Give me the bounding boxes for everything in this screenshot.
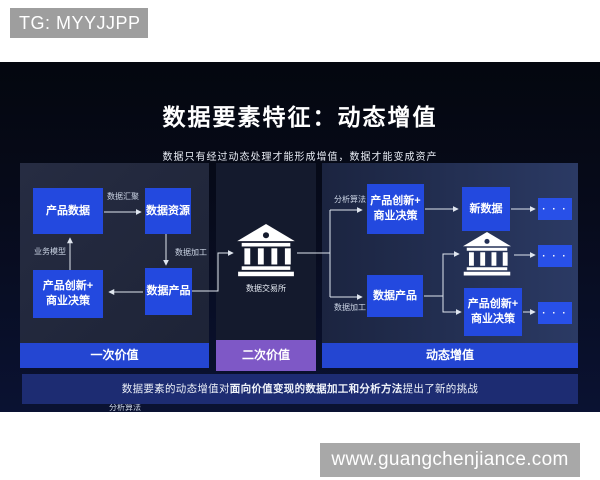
primary-value-bar: 一次价值 bbox=[20, 343, 209, 368]
label-data-aggregation: 数据汇聚 bbox=[107, 192, 139, 201]
label-analysis-algorithm: 分析算法 bbox=[109, 403, 141, 412]
tg-banner: TG: MYYJJPP bbox=[10, 8, 148, 38]
ellipsis-box-middle: · · · bbox=[538, 245, 572, 267]
box-new-data-label: 新数据 bbox=[469, 202, 503, 215]
box-product-innovation-line1: 产品创新+ bbox=[42, 280, 94, 293]
challenge-banner: 数据要素的动态增值对面向价值变现的数据加工和分析方法提出了新的挑战 bbox=[22, 374, 578, 404]
box-product-innovation-bottom-line2: 商业决策 bbox=[471, 313, 515, 325]
box-data-resource-label: 数据资源 bbox=[146, 204, 190, 217]
dynamic-value-bar: 动态增值 bbox=[322, 343, 578, 368]
ellipsis-box-top: · · · bbox=[538, 198, 572, 220]
challenge-text-suffix: 提出了新的挑战 bbox=[402, 383, 479, 395]
box-new-data: 新数据 bbox=[462, 187, 510, 231]
dynamic-value-panel: 分析算法 数据加工 产品创新+ 商业决策 新数据 · · · bbox=[322, 163, 578, 368]
box-product-data-label: 产品数据 bbox=[46, 204, 90, 217]
box-data-product: 数据产品 bbox=[145, 268, 192, 315]
box-product-data: 产品数据 bbox=[33, 188, 103, 234]
box-data-resource: 数据资源 bbox=[145, 188, 191, 234]
box-data-product-right-label: 数据产品 bbox=[373, 289, 417, 302]
label-data-processing: 数据加工 bbox=[175, 248, 207, 257]
secondary-value-panel: 数据交易所 二次价值 bbox=[216, 163, 316, 371]
label-business-model: 业务模型 bbox=[34, 247, 66, 256]
box-product-innovation-bottom: 产品创新+ 商业决策 bbox=[464, 288, 522, 336]
label-analysis-algorithm-right: 分析算法 bbox=[334, 195, 366, 204]
box-product-innovation-top-line1: 产品创新+ bbox=[370, 195, 421, 208]
box-product-innovation-bottom-line1: 产品创新+ bbox=[467, 298, 519, 311]
box-product-innovation: 产品创新+ 商业决策 bbox=[33, 270, 103, 318]
box-product-innovation-top: 产品创新+ 商业决策 bbox=[367, 184, 424, 234]
page-title: 数据要素特征：动态增值 bbox=[162, 104, 438, 130]
challenge-text-prefix: 数据要素的动态增值对 bbox=[121, 383, 230, 395]
watermark: www.guangchenjiance.com bbox=[320, 443, 580, 477]
challenge-text-bold: 面向价值变现的数据加工和分析方法 bbox=[229, 383, 403, 395]
ellipsis-box-bottom: · · · bbox=[538, 302, 572, 324]
primary-value-panel: 产品数据 数据资源 产品创新+ 商业决策 数据产品 数据汇聚 业务模型 数据加工… bbox=[20, 163, 209, 412]
label-data-processing-right: 数据加工 bbox=[334, 303, 366, 312]
label-data-exchange: 数据交易所 bbox=[246, 284, 286, 293]
page-subtitle: 数据只有经过动态处理才能形成增值，数据才能变成资产 bbox=[162, 152, 438, 163]
secondary-value-bar: 二次价值 bbox=[216, 340, 316, 371]
box-product-innovation-line2: 商业决策 bbox=[46, 295, 90, 307]
slide-stage: 数据要素特征：动态增值 数据只有经过动态处理才能形成增值，数据才能变成资产 产品… bbox=[0, 62, 600, 412]
bank-exchange-icon bbox=[237, 224, 295, 278]
box-data-product-label: 数据产品 bbox=[146, 285, 191, 298]
box-data-product-right: 数据产品 bbox=[367, 275, 423, 317]
bank-exchange-icon-right bbox=[463, 232, 511, 277]
box-product-innovation-top-line2: 商业决策 bbox=[373, 210, 418, 222]
